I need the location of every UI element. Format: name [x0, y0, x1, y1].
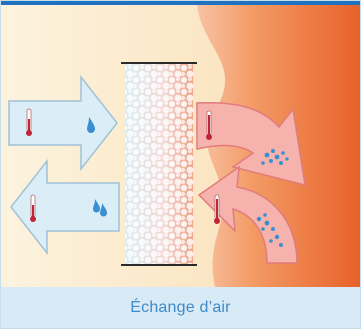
caption-strip: Échange d’air: [1, 287, 360, 328]
air-exchange-illustration: [1, 5, 360, 287]
thermometer-cold-icon: [30, 195, 36, 222]
filter-panel: [121, 63, 197, 265]
figure-caption: Échange d’air: [130, 299, 230, 317]
thermometer-cold-icon: [26, 109, 32, 136]
thermometer-warm-icon: [206, 111, 212, 140]
thermometer-warm-icon: [214, 195, 220, 224]
